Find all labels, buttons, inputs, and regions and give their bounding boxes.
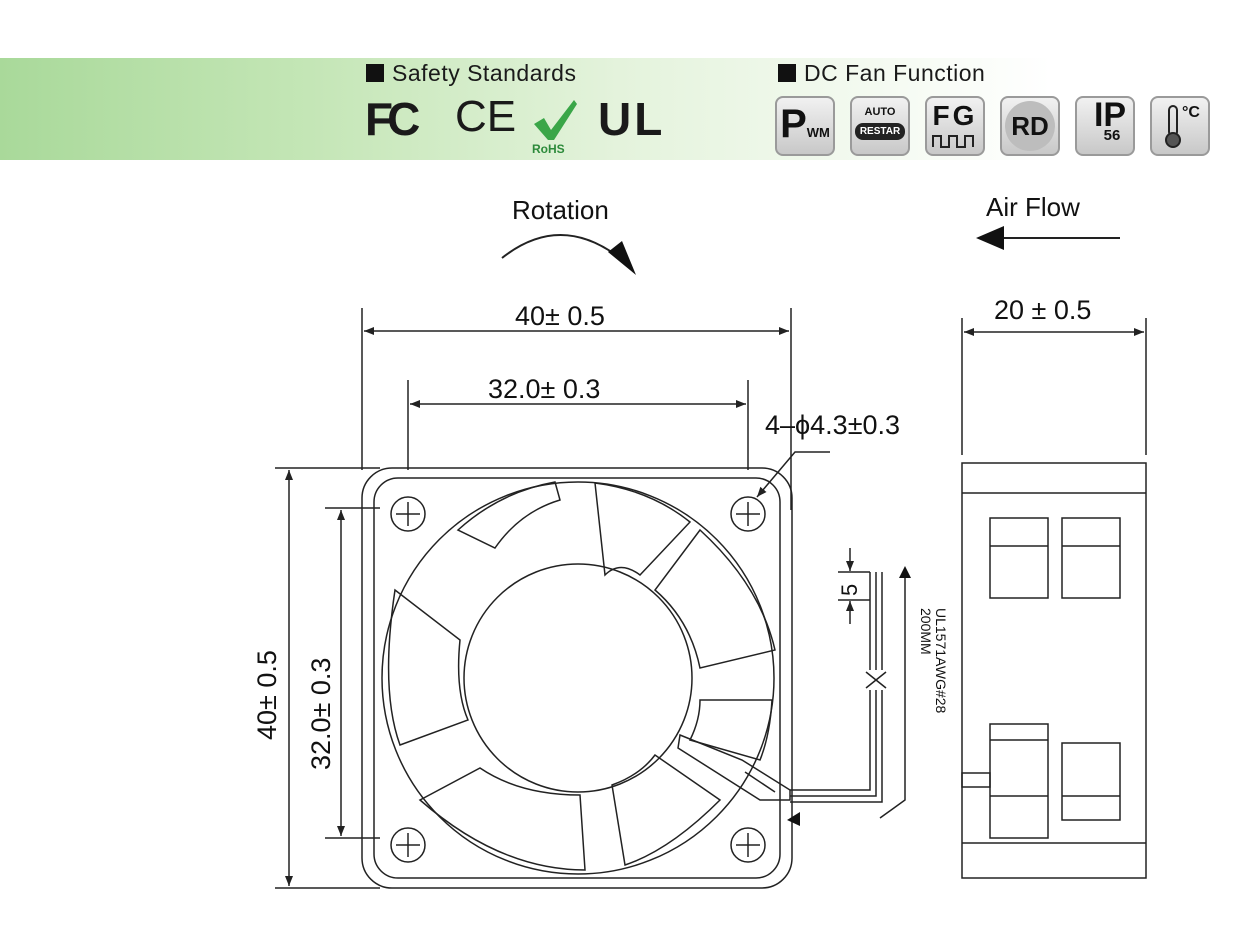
height-inner-label: 32.0± 0.3 — [306, 658, 336, 770]
rohs-check-icon — [534, 100, 577, 140]
wire-exit — [677, 733, 791, 801]
safety-standards-title: Safety Standards — [366, 60, 576, 87]
fcc-logo: FC — [365, 93, 420, 145]
pwm-icon-main: P — [780, 102, 807, 146]
square-bullet-icon — [366, 64, 384, 82]
pwm-icon: PWM — [775, 96, 835, 156]
square-bullet-icon — [778, 64, 796, 82]
square-wave-icon — [932, 135, 974, 148]
fan-hub — [463, 563, 693, 793]
depth-label: 20 ± 0.5 — [994, 295, 1091, 325]
ip-icon-sub: 56 — [1103, 127, 1121, 144]
ul-logo: UL — [598, 93, 666, 145]
wire-length-line — [879, 570, 906, 819]
mounting-holes — [390, 496, 766, 863]
fan-ring — [381, 481, 775, 875]
rd-icon-text: RD — [1011, 111, 1049, 141]
rohs-logo: RoHS — [532, 142, 565, 156]
dc-fan-function-title: DC Fan Function — [778, 60, 985, 87]
safety-standards-text: Safety Standards — [392, 60, 577, 86]
rd-icon-circle: RD — [1005, 101, 1055, 151]
auto-icon-sub: RESTAR — [855, 123, 905, 140]
airflow-arrowhead — [976, 226, 1004, 250]
temperature-icon: °C — [1150, 96, 1210, 156]
dc-fan-function-text: DC Fan Function — [804, 60, 986, 86]
rotation-label: Rotation — [512, 195, 609, 225]
hole-leader — [756, 451, 830, 498]
pwm-icon-sub: WM — [806, 125, 830, 140]
wire-gap-label: 5 — [837, 584, 862, 596]
width-inner-label: 32.0± 0.3 — [488, 374, 600, 404]
ip-icon-main: IP — [1093, 96, 1127, 134]
hole-spec-label: 4–ϕ4.3±0.3 — [765, 410, 900, 440]
wire-length-label: 200MM — [918, 608, 934, 655]
air-flow-label: Air Flow — [986, 192, 1080, 222]
fan-frame-inner — [373, 477, 781, 879]
height-outer-label: 40± 0.5 — [252, 650, 282, 740]
rd-icon: RD — [1000, 96, 1060, 156]
ce-logo: CE — [455, 92, 517, 141]
wire-spec-label: UL1571AWG#28 — [933, 608, 949, 714]
wire-bundle — [790, 572, 887, 803]
ip56-icon: IP 56 — [1075, 96, 1135, 156]
fan-side-view — [961, 462, 1147, 879]
fg-icon: FG — [925, 96, 985, 156]
width-outer-label: 40± 0.5 — [515, 301, 605, 331]
auto-restart-icon: AUTO RESTAR — [850, 96, 910, 156]
fg-icon-main: FG — [932, 100, 978, 131]
fan-blades — [387, 481, 776, 871]
rotation-arrow — [501, 234, 621, 259]
thermometer-icon — [1165, 105, 1181, 148]
temperature-icon-text: °C — [1182, 104, 1200, 121]
fan-frame-outline — [361, 467, 793, 889]
rotation-arrowhead — [608, 241, 636, 275]
auto-icon-main: AUTO — [864, 106, 896, 118]
